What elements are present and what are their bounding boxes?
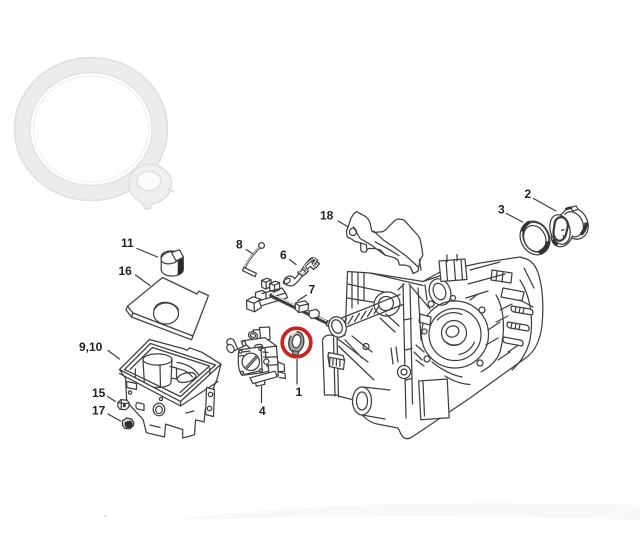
svg-text:17: 17 <box>92 404 106 418</box>
svg-text:7: 7 <box>309 283 316 297</box>
svg-text:6: 6 <box>280 248 287 262</box>
svg-text:11: 11 <box>121 236 134 250</box>
svg-text:2: 2 <box>525 187 532 201</box>
svg-text:18: 18 <box>320 209 334 223</box>
svg-text:1: 1 <box>296 385 303 399</box>
svg-text:8: 8 <box>236 238 243 252</box>
svg-text:16: 16 <box>119 264 133 278</box>
svg-text:4: 4 <box>259 404 266 418</box>
svg-text:15: 15 <box>92 386 106 400</box>
svg-text:3: 3 <box>498 203 505 217</box>
svg-text:9,10: 9,10 <box>79 340 103 354</box>
